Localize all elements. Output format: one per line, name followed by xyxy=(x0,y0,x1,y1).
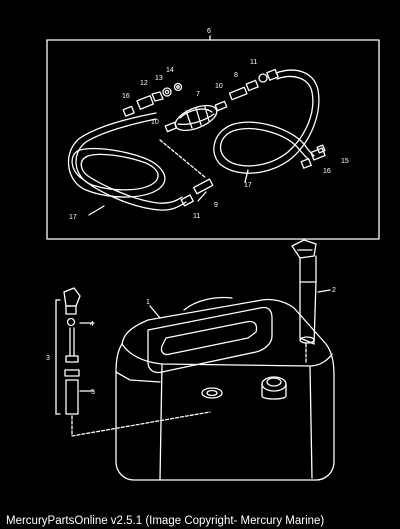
lower-fittings xyxy=(159,139,214,207)
left-fittings xyxy=(122,82,183,117)
callout-gauge-float: 5 xyxy=(91,389,95,396)
callout-hose-right: 17 xyxy=(244,182,252,189)
leader-lines xyxy=(79,169,331,392)
callout-adapter: 15 xyxy=(341,158,349,165)
callout-kit: 6 xyxy=(207,28,211,35)
right-fittings xyxy=(228,68,279,101)
callout-elbow-right: 11 xyxy=(250,59,257,66)
fuel-gauge xyxy=(55,287,211,437)
callout-gauge: 3 xyxy=(46,355,50,362)
callout-hose-left: 17 xyxy=(69,214,77,221)
callout-nut-right: 16 xyxy=(323,168,331,175)
callout-clip-a: 10 xyxy=(215,83,223,90)
callout-fitting-lower: 9 xyxy=(214,202,218,209)
callout-primer-bulb: 7 xyxy=(196,91,200,98)
copyright-footer: MercuryPartsOnline v2.5.1 (Image Copyrig… xyxy=(6,515,325,527)
callout-hose-fitting: 8 xyxy=(234,72,238,79)
kit-frame xyxy=(46,39,380,240)
callout-nut-left: 16 xyxy=(122,93,130,100)
callouts: 6 1 2 3 4 5 8 9 10 10 11 11 12 13 14 15 … xyxy=(46,28,349,396)
callout-elbow-left: 11 xyxy=(193,213,200,220)
callout-clip-b: 10 xyxy=(151,119,159,126)
left-hose xyxy=(67,112,187,211)
callout-connector: 12 xyxy=(140,80,148,87)
callout-pickup: 2 xyxy=(332,287,336,294)
fuel-pickup xyxy=(291,239,317,365)
right-hose xyxy=(213,69,320,174)
right-adapter xyxy=(300,144,326,169)
primer-bulb xyxy=(164,100,228,133)
callout-tank: 1 xyxy=(146,299,150,306)
callout-retainer: 14 xyxy=(166,67,174,74)
fuel-tank xyxy=(115,296,335,481)
callout-oring: 13 xyxy=(155,75,163,82)
callout-gauge-cap: 4 xyxy=(90,321,94,328)
